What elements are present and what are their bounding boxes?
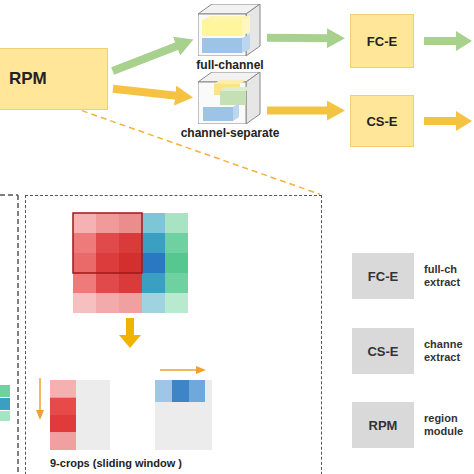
box-label: CS-E: [367, 344, 398, 359]
down-arrow: [119, 318, 141, 348]
output-arrow: [424, 111, 472, 131]
extractor-box: CS-E: [350, 95, 414, 147]
crop-piece: [0, 411, 10, 421]
horizontal-crop: [155, 366, 212, 450]
crop-piece: [0, 385, 10, 397]
detail-panel: 9-crops (sliding window ): [25, 195, 322, 474]
panel-caption: 9-crops (sliding window ): [50, 457, 182, 469]
box-label: FC-E: [368, 269, 398, 284]
key-box: FC-E: [352, 253, 414, 299]
key-box: CS-E: [352, 328, 414, 374]
flow-arrow: [113, 89, 179, 96]
module-box: RPM: [0, 48, 108, 110]
box-label: CS-E: [366, 114, 397, 129]
panel-edge: [17, 195, 19, 474]
crop-piece: [0, 398, 10, 410]
box-label: RPM: [369, 418, 398, 433]
cube-shape: [198, 72, 262, 124]
flow-arrow: [113, 45, 181, 71]
box-label: FC-E: [367, 34, 397, 49]
key-description: full-ch extract: [424, 263, 470, 289]
cube-label: channel-separate: [181, 126, 280, 140]
key-description: region module: [424, 412, 470, 438]
key-box: RPM: [352, 402, 414, 448]
key-description: channe extract: [424, 338, 470, 364]
box-label: RPM: [9, 69, 47, 89]
panel-edge: [0, 194, 18, 196]
cube-shape: [198, 4, 262, 56]
flow-arrow: [267, 34, 331, 42]
feature-grid: [73, 213, 188, 313]
output-arrow: [424, 31, 472, 51]
feature-cube: channel-separate: [198, 72, 262, 124]
flow-arrow: [267, 106, 331, 114]
feature-cube: full-channel: [198, 4, 262, 56]
extractor-box: FC-E: [350, 14, 414, 68]
vertical-crop: [36, 378, 110, 450]
cube-label: full-channel: [196, 58, 263, 72]
